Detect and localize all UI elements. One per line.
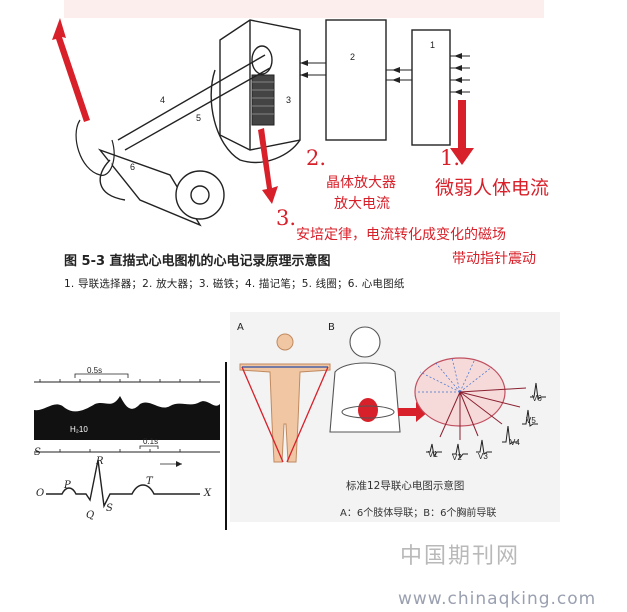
lead-selector-box — [411, 29, 451, 146]
wave-s-label: S — [106, 503, 113, 514]
wave-r-label: R — [96, 456, 104, 467]
ecg-wave-diagram — [34, 373, 220, 509]
divider — [225, 362, 227, 530]
part-number-1: 1 — [430, 40, 436, 50]
figure-legend: 1. 导联选择器；2. 放大器；3. 磁铁；4. 描记笔；5. 线圈；6. 心电… — [64, 278, 405, 290]
lead-v2: V2 — [452, 453, 462, 462]
watermark-url: www.chinaqking.com — [398, 589, 597, 609]
trace-label-a: H₂ — [60, 398, 69, 407]
recorded-ecg-band — [34, 396, 220, 440]
ecg-machine-diagram — [52, 0, 544, 227]
step-2-line-2: 放大电流 — [334, 196, 390, 212]
watermark-cn: 中国期刊网 — [400, 544, 521, 569]
ecg-complex — [46, 459, 200, 509]
top-interval-label: 0.5s — [87, 366, 103, 375]
lead-figure-title: 标准12导联心电图示意图 — [346, 480, 465, 492]
panel-b-label: B — [328, 322, 335, 333]
step-1-number: 1. — [440, 146, 461, 170]
amplifier-box — [325, 19, 387, 141]
recording-pen — [117, 45, 273, 151]
part-number-4: 4 — [160, 95, 166, 105]
step-3-number: 3. — [276, 206, 297, 230]
hand-sketch — [75, 119, 115, 176]
heart — [358, 398, 378, 422]
figure-caption: 图 5-3 直描式心电图机的心电记录原理示意图 — [64, 254, 331, 269]
step-3-line-1: 安培定律，电流转化成变化的磁场 — [296, 227, 506, 243]
bottom-interval-label: 0.1s — [143, 437, 159, 446]
twelve-lead-diagram — [230, 312, 560, 522]
step-1-text: 微弱人体电流 — [435, 177, 550, 199]
panel-a-label: A — [237, 322, 244, 333]
axis-start-label: S — [34, 447, 41, 458]
wave-q-label: Q — [86, 510, 95, 521]
step-2-number: 2. — [306, 146, 327, 170]
step-2-line-1: 晶体放大器 — [326, 175, 396, 191]
wave-p-label: P — [64, 480, 71, 491]
part-number-3: 3 — [286, 95, 292, 105]
limb-lead-body — [239, 333, 331, 463]
lead-v3: V3 — [478, 452, 488, 461]
lead-v6: V6 — [532, 394, 542, 403]
ecg-paper — [97, 148, 225, 227]
lead-v4: V4 — [510, 438, 520, 447]
trace-label-b: H₂10 — [70, 425, 88, 434]
coil — [251, 74, 275, 126]
part-number-6: 6 — [130, 162, 136, 172]
lead-v1: V1 — [428, 450, 438, 459]
lead-v5: V5 — [526, 416, 536, 425]
step-3-line-2: 带动指针震动 — [452, 251, 536, 267]
wave-t-label: T — [146, 476, 153, 487]
axis-origin-label: O — [36, 488, 45, 499]
part-number-2: 2 — [350, 52, 356, 62]
chest-lead-body — [329, 326, 401, 433]
part-number-5: 5 — [196, 113, 202, 123]
axis-end-label: X — [204, 488, 212, 499]
lead-figure-subtitle: A：6个肢体导联；B：6个胸前导联 — [340, 508, 497, 519]
